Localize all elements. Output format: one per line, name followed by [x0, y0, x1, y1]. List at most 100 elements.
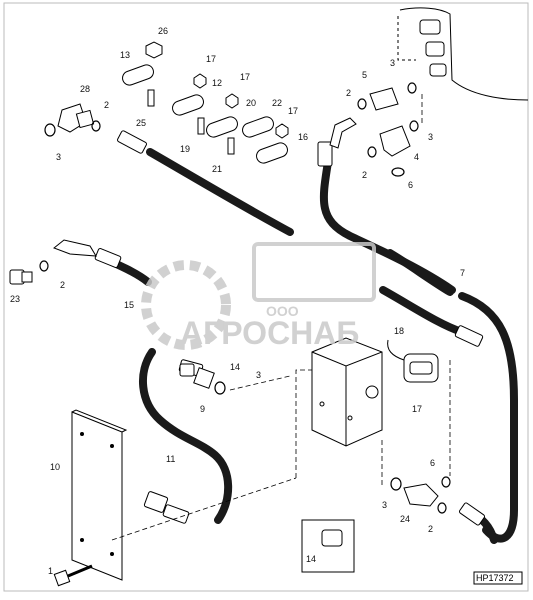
manifold-block — [311, 337, 383, 447]
callout-c11: 11 — [166, 454, 175, 464]
hose-seven-upper — [386, 249, 454, 296]
elbow-top-right — [329, 117, 357, 149]
callout-c26: 26 — [158, 26, 168, 36]
callout-c14b: 14 — [306, 554, 316, 564]
fittings — [9, 87, 439, 547]
callout-c15: 15 — [124, 300, 134, 310]
o-ring-9 — [214, 381, 226, 395]
fitting-9-body — [179, 363, 195, 377]
reference-code-text: HP17372 — [476, 573, 514, 583]
reference-code: HP17372 — [473, 571, 523, 585]
bolt-1-shank — [67, 564, 93, 578]
callout-c16: 16 — [298, 132, 308, 142]
manifold-hole-a — [319, 401, 325, 407]
callout-c17b: 17 — [240, 72, 250, 82]
callout-c5: 5 — [362, 70, 367, 80]
plug-23-thread — [21, 271, 33, 283]
plate-hole-d — [110, 552, 114, 556]
watermark-harvester — [252, 242, 376, 302]
callout-c17a: 17 — [206, 54, 216, 64]
nut-28 — [75, 109, 95, 129]
valve-port-c — [429, 63, 447, 77]
bolt-21 — [227, 137, 235, 155]
callout-c2c: 2 — [362, 170, 367, 180]
callout-c18: 18 — [394, 326, 404, 336]
callout-c19: 19 — [180, 144, 190, 154]
clamp-16 — [256, 142, 288, 164]
o-ring-2-left-mid — [39, 260, 49, 272]
fitting-5 — [369, 87, 399, 111]
o-ring-6-bottom — [441, 476, 451, 488]
callout-c28: 28 — [80, 84, 90, 94]
manifold-port — [365, 385, 379, 399]
elbow-fitting-left — [53, 239, 97, 257]
callout-c3b: 3 — [390, 58, 395, 68]
valve-port-b — [425, 41, 445, 57]
valve-port-a — [419, 19, 441, 35]
o-ring-3-top — [407, 82, 417, 94]
callout-c22: 22 — [272, 98, 282, 108]
callout-c12: 12 — [212, 78, 222, 88]
nut-17-a — [193, 73, 207, 89]
tee-fitting-4 — [379, 125, 411, 157]
nut-26 — [145, 41, 163, 59]
callout-c24: 24 — [400, 514, 410, 524]
connector-wire — [387, 339, 405, 361]
hose-top-left — [146, 148, 294, 236]
ferrule-e — [459, 502, 485, 526]
valve-block-dashed — [397, 16, 416, 61]
bolt-1-head — [53, 569, 71, 587]
o-ring-3-mid — [409, 120, 419, 132]
watermark: ООО АГРОСНАБ — [141, 242, 376, 351]
diagram-frame — [3, 2, 529, 592]
plate-edge — [71, 409, 128, 433]
o-ring-3-left — [44, 123, 56, 137]
callout-c4: 4 — [414, 152, 419, 162]
callout-c17c: 17 — [288, 106, 298, 116]
callout-c25: 25 — [136, 118, 146, 128]
hose-seven-lower — [379, 286, 466, 336]
fitting-9-nut — [193, 367, 215, 389]
callout-c3a: 3 — [56, 152, 61, 162]
callout-c2b: 2 — [346, 88, 351, 98]
clamp-20 — [206, 116, 238, 138]
plate-hole-c — [80, 538, 84, 542]
callout-c2d: 2 — [60, 280, 65, 290]
o-rings — [39, 82, 451, 514]
callout-c2a: 2 — [104, 100, 109, 110]
callout-c14a: 14 — [230, 362, 240, 372]
hose-top-right — [319, 158, 456, 294]
ferrule-a — [117, 130, 147, 154]
plate-hole-a — [80, 432, 84, 436]
watermark-brand-text: АГРОСНАБ — [180, 315, 359, 351]
valve-block-outline — [399, 7, 529, 101]
ferrule-d — [454, 325, 484, 347]
o-ring-6-mid — [391, 167, 405, 177]
callout-c13: 13 — [120, 50, 130, 60]
bolt-1 — [53, 564, 93, 587]
callout-c3c: 3 — [428, 132, 433, 142]
manifold-body — [311, 337, 383, 447]
watermark-gear — [141, 260, 231, 350]
valve-block — [397, 7, 529, 101]
watermark-small-text: ООО — [266, 303, 299, 319]
fitting-24 — [403, 483, 439, 507]
connector-plug — [409, 361, 433, 375]
nut-17-c — [275, 123, 289, 139]
hose-right-loop — [458, 292, 518, 543]
bolt-25 — [147, 89, 155, 107]
callout-c7: 7 — [460, 268, 465, 278]
callouts: 1222223333345667910111213141415161717171… — [10, 26, 465, 576]
callout-c20: 20 — [246, 98, 256, 108]
mounting-plate — [71, 409, 128, 581]
callout-c3e: 3 — [382, 500, 387, 510]
ferrule-c — [94, 248, 122, 268]
plate-hole-b — [110, 444, 114, 448]
callout-c1: 1 — [48, 566, 53, 576]
ferrule-f — [162, 504, 190, 524]
reference-code-box — [473, 571, 523, 585]
plate-outline — [71, 411, 123, 581]
clamps — [122, 41, 289, 164]
callout-c2e: 2 — [428, 524, 433, 534]
